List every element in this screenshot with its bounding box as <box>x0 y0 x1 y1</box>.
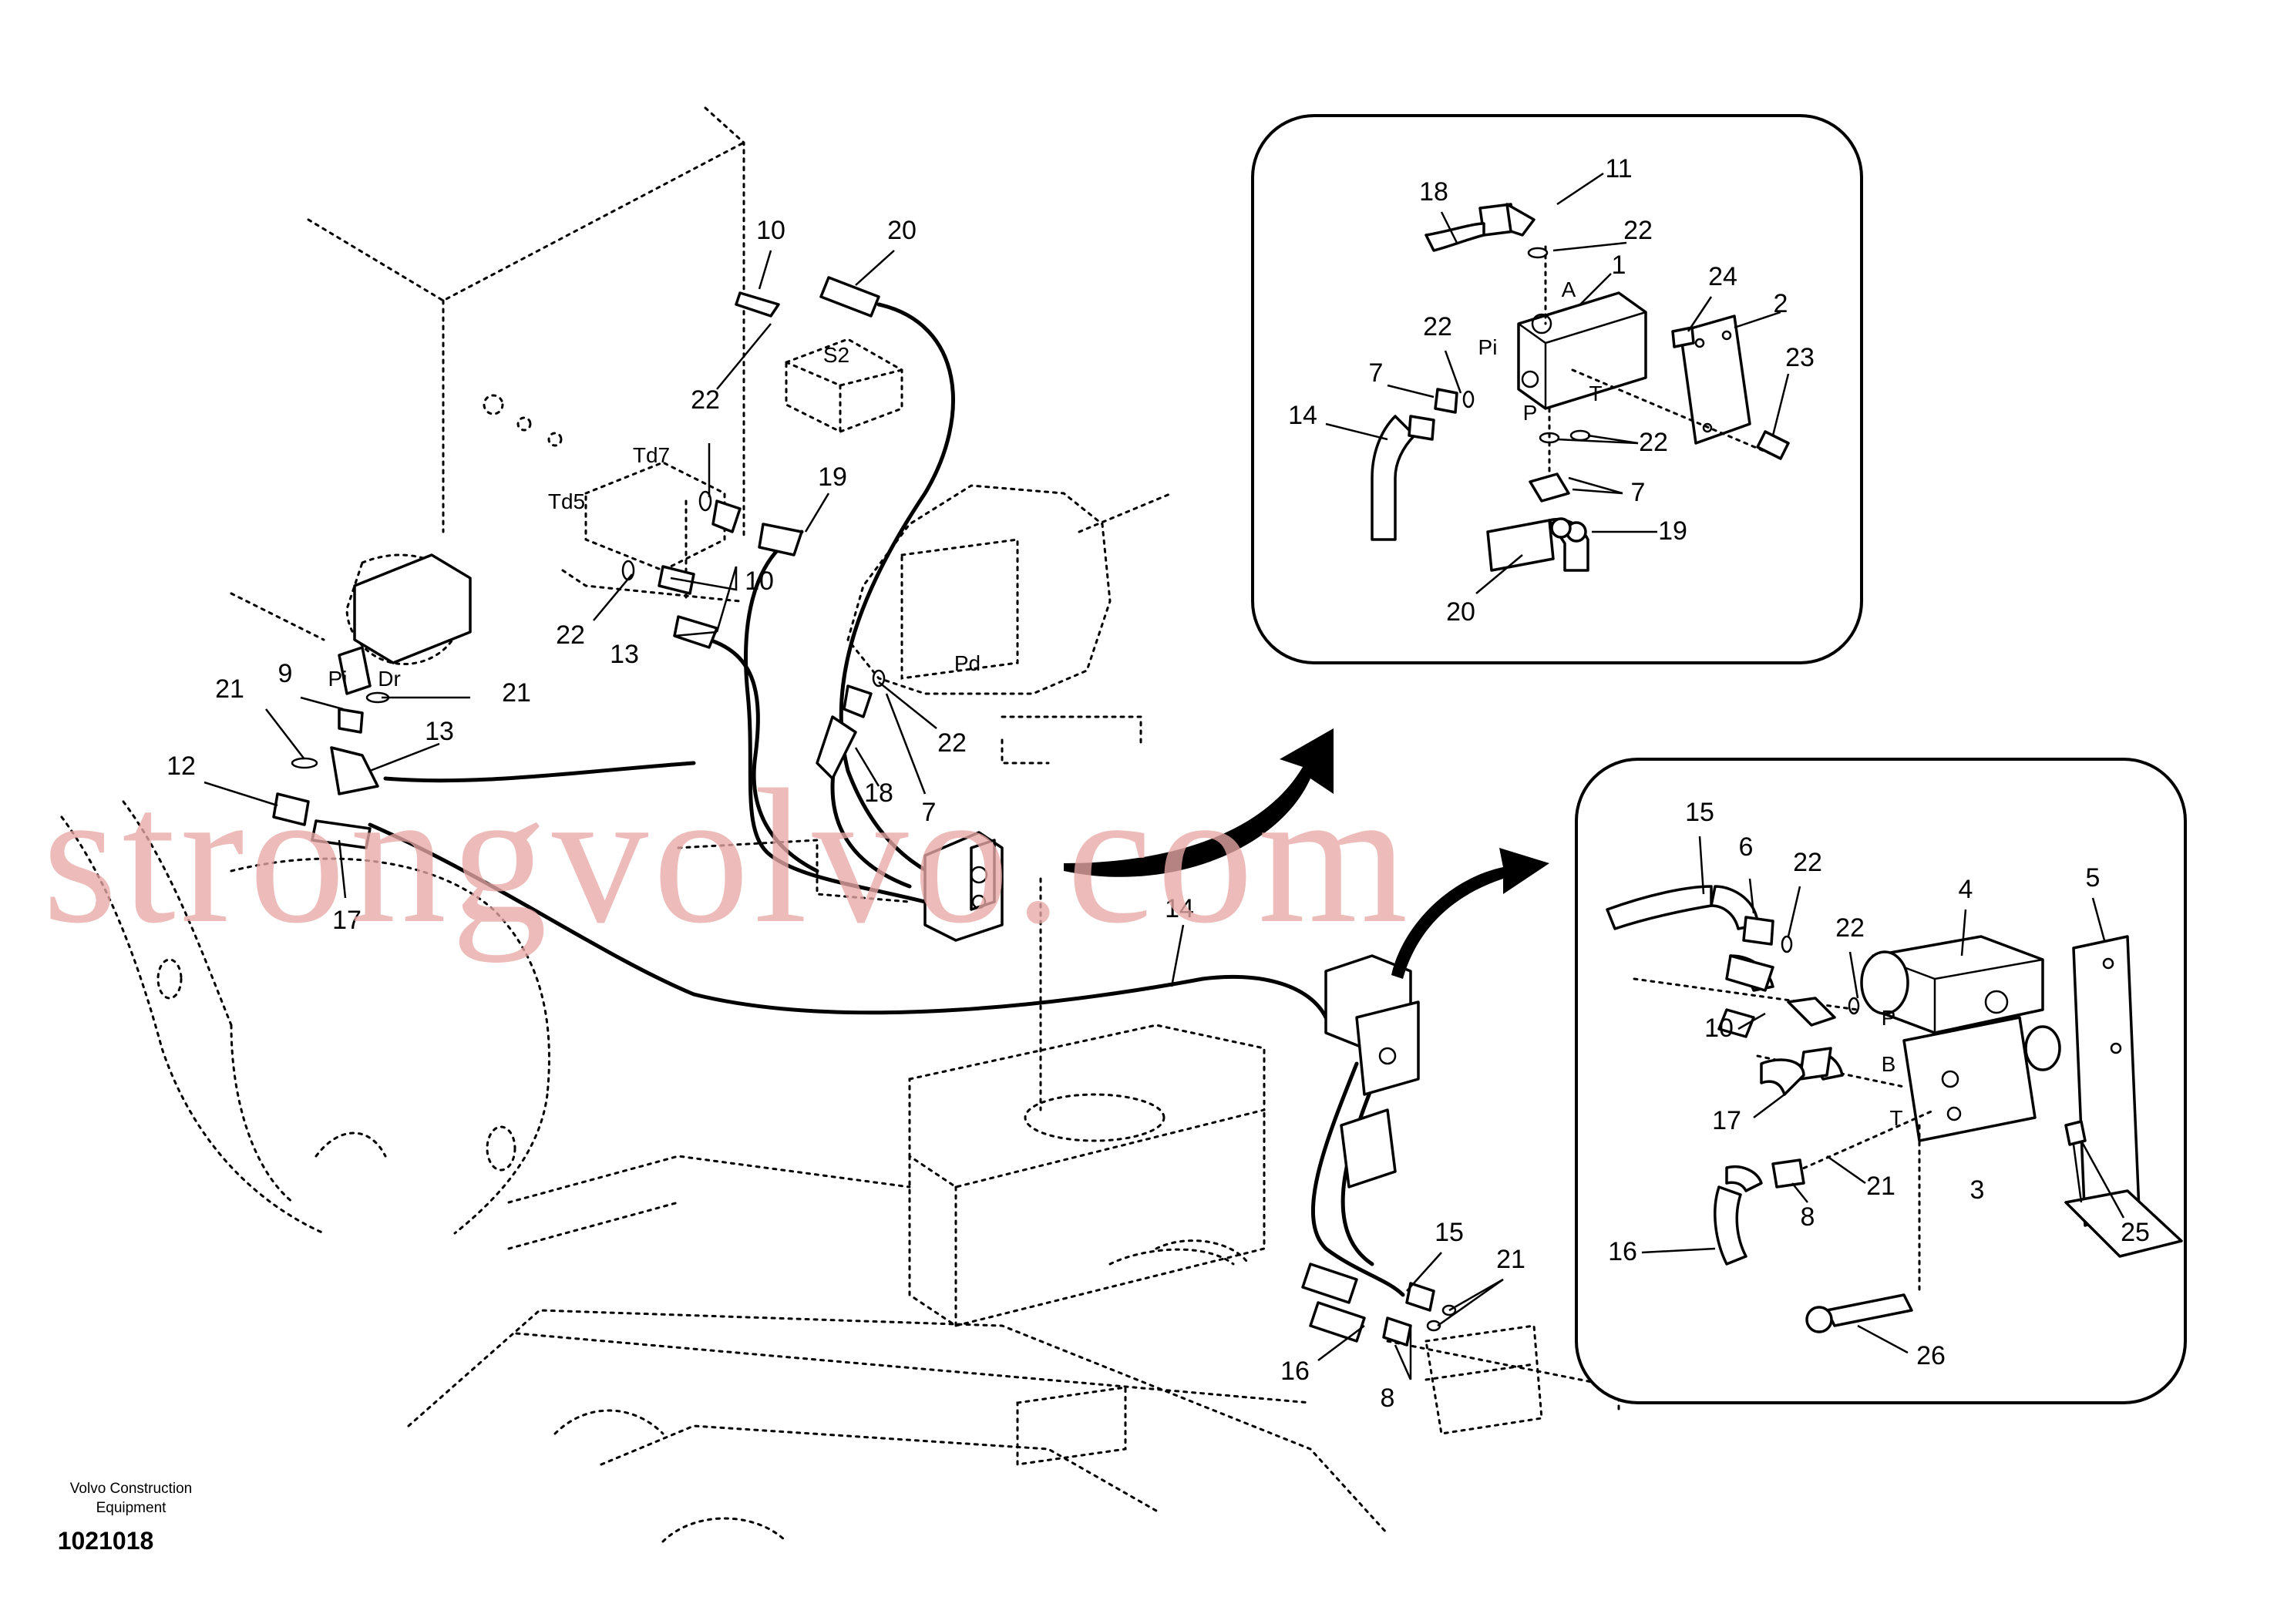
port-label: S2 <box>823 343 849 367</box>
callout-label: 20 <box>887 216 917 245</box>
callout-label: 2 <box>1774 289 1788 318</box>
footer-block: Volvo Construction Equipment 1021018 <box>58 1481 193 1555</box>
callout-label: 24 <box>1708 262 1737 291</box>
port-label: P <box>1882 1006 1896 1030</box>
pointer-arrow-bottom <box>1391 848 1549 979</box>
port-label: A <box>1562 277 1576 301</box>
callout-label: 22 <box>1623 216 1653 245</box>
callout-label: 22 <box>1793 848 1822 877</box>
callout-label: 22 <box>937 728 967 758</box>
callout-label: 21 <box>502 678 531 708</box>
watermark-text: strongvolvo.com <box>42 750 1412 963</box>
callout-label: 15 <box>1435 1218 1464 1247</box>
pointer-arrow-top <box>1064 728 1334 877</box>
fittings-main <box>272 276 1457 1347</box>
callout-label: 26 <box>1916 1341 1946 1370</box>
port-label: Td7 <box>633 443 670 467</box>
port-label: Dr <box>378 667 401 691</box>
callout-label: 10 <box>1704 1014 1734 1043</box>
company-name-line1: Volvo Construction <box>70 1481 192 1497</box>
main-valve-block <box>923 831 1004 942</box>
port-label: B <box>1882 1052 1896 1076</box>
callouts-inset-bottom: 15 6 22 4 5 22 10 P B 17 T 21 8 3 25 16 … <box>1608 798 2150 1370</box>
callout-label: 1 <box>1612 250 1626 280</box>
callout-label: 3 <box>1970 1175 1985 1205</box>
callout-label: 21 <box>1496 1245 1525 1274</box>
inset-top-detail <box>1251 114 1863 664</box>
inset-bottom-detail <box>1575 758 2187 1404</box>
callout-label: 21 <box>215 674 244 704</box>
callout-label: 22 <box>1639 428 1668 457</box>
callouts-main: 10 20 22 Td7 Td5 19 10 22 13 21 9 Pi Dr … <box>166 216 1525 1413</box>
callout-label: 10 <box>745 567 774 596</box>
port-label: Td5 <box>548 489 585 513</box>
callout-label: 22 <box>1423 312 1452 341</box>
callout-label: 5 <box>2086 863 2101 893</box>
callout-label: 17 <box>1712 1106 1741 1135</box>
callout-label: 6 <box>1739 832 1754 862</box>
company-name-line2: Equipment <box>96 1500 167 1516</box>
port-label: T <box>1589 382 1602 405</box>
callout-label: 21 <box>1866 1172 1895 1201</box>
callout-label: 17 <box>332 906 362 935</box>
callout-label: 22 <box>691 385 720 415</box>
callout-label: 22 <box>556 620 585 650</box>
callout-label: 7 <box>922 798 937 827</box>
callout-label: 14 <box>1165 894 1194 923</box>
port-label: Pi <box>1478 335 1498 359</box>
callout-label: 7 <box>1631 478 1646 507</box>
port-label: P <box>1523 401 1538 425</box>
callout-label: 13 <box>610 640 639 669</box>
callout-label: 8 <box>1381 1384 1395 1413</box>
callout-label: 15 <box>1685 798 1714 827</box>
callout-label: 18 <box>1419 177 1448 207</box>
port-label: Pd <box>954 651 980 675</box>
callouts-inset-top: 18 11 22 A 1 24 2 22 Pi 7 14 P T 22 23 7… <box>1288 154 1815 627</box>
callout-label: 7 <box>1369 358 1384 388</box>
callout-label: 22 <box>1835 913 1865 943</box>
callout-label: 9 <box>278 659 293 688</box>
callout-label: 13 <box>425 717 454 746</box>
callout-label: 12 <box>166 751 196 781</box>
callout-label: 10 <box>756 216 785 245</box>
pilot-valve-block <box>338 553 472 695</box>
leader-lines <box>204 172 2125 1380</box>
callout-label: 11 <box>1605 154 1632 183</box>
callout-label: 14 <box>1288 401 1317 430</box>
port-label: Pi <box>328 667 348 691</box>
solenoid-valve-assembly <box>1324 954 1420 1189</box>
callout-label: 19 <box>818 462 847 492</box>
callout-label: 19 <box>1658 516 1687 546</box>
port-label: T <box>1889 1106 1902 1130</box>
machine-frame-outline <box>60 106 1620 1543</box>
callout-label: 4 <box>1959 875 1973 904</box>
callout-label: 18 <box>864 778 893 808</box>
callout-label: 16 <box>1280 1357 1310 1386</box>
callout-label: 25 <box>2121 1218 2150 1247</box>
drawing-number: 1021018 <box>58 1527 154 1555</box>
callout-label: 8 <box>1801 1202 1815 1232</box>
callout-label: 20 <box>1446 597 1475 627</box>
callout-label: 16 <box>1608 1237 1637 1266</box>
callout-label: 23 <box>1785 343 1815 372</box>
